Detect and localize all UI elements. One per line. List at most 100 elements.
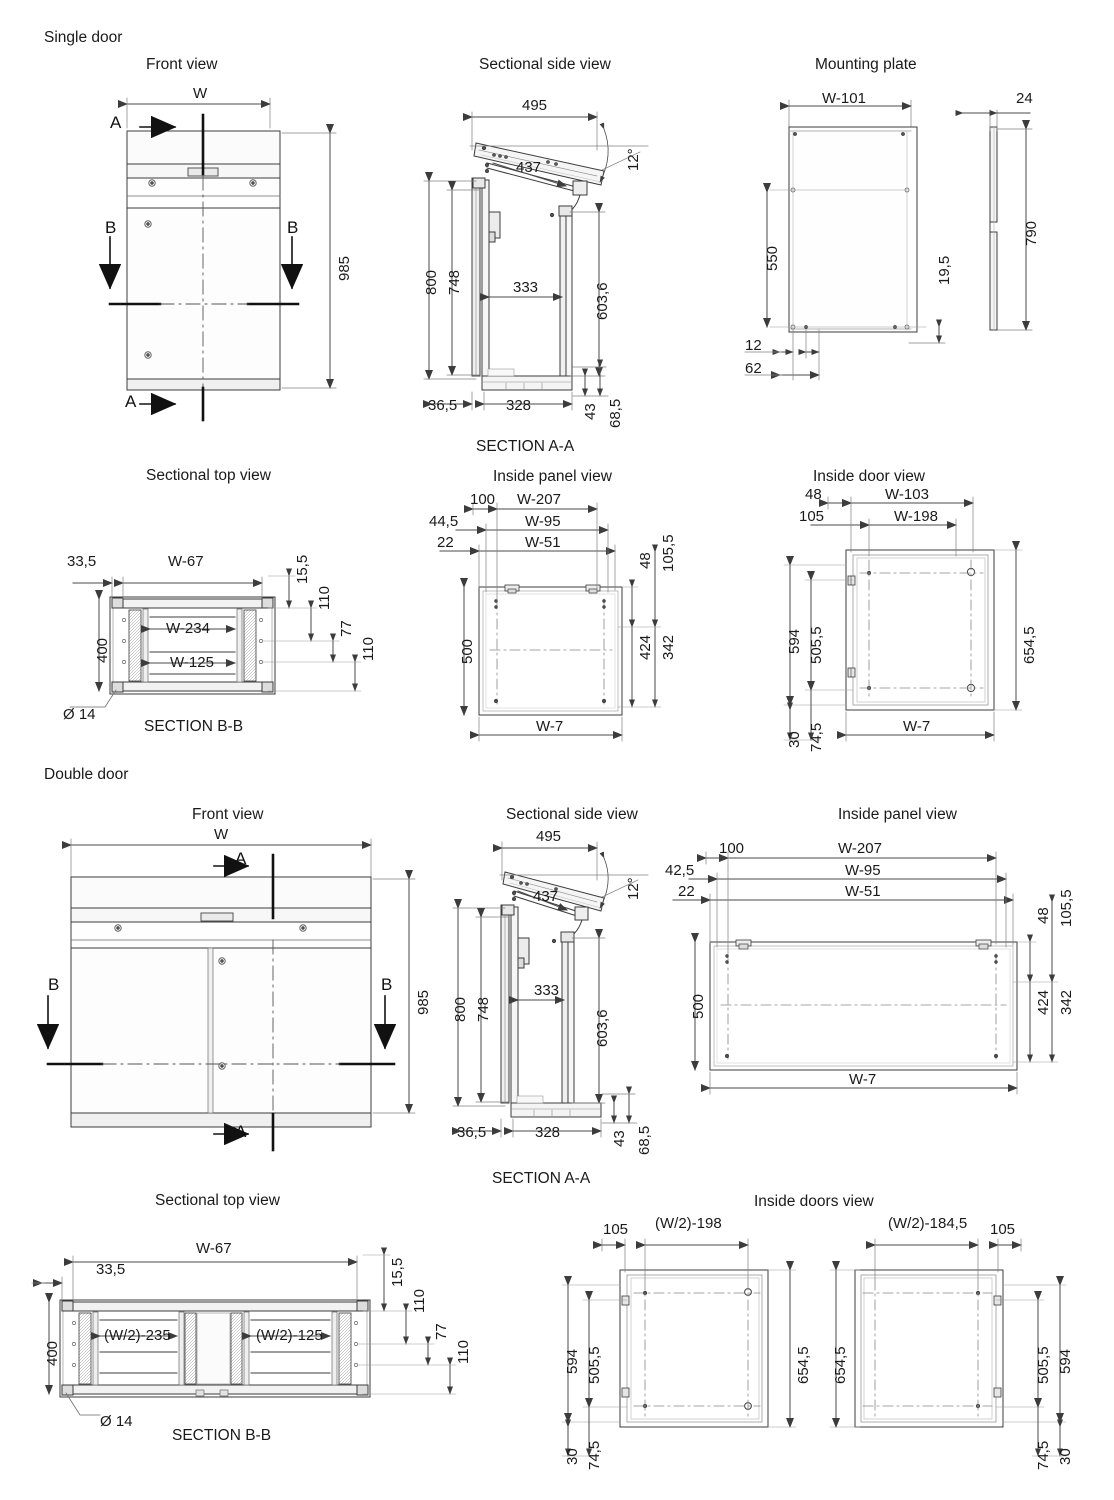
double-panel-d100-dim: 100 (719, 840, 745, 857)
double-side-lid-dim: 437 (533, 888, 559, 905)
mounting-plate-edge-offset-dim: 19,5 (936, 255, 953, 285)
double-inside-door-left-geometry (561, 1238, 797, 1457)
single-door-w198-dim: W-198 (894, 508, 938, 525)
mounting-plate-height-dim: 790 (1023, 220, 1040, 246)
single-door-d745-dim: 74,5 (808, 722, 825, 752)
single-front-mark-a-top: A (110, 113, 122, 132)
double-panel-d500-dim: 500 (690, 993, 707, 1019)
single-inside-door-geometry (783, 496, 1023, 742)
double-side-angle-dim: 12° (625, 877, 642, 900)
double-top-d155-dim: 15,5 (389, 1257, 406, 1287)
mounting-plate-title: Mounting plate (815, 56, 917, 73)
mounting-plate-geometry (744, 99, 1033, 381)
single-front-view-title: Front view (146, 56, 218, 73)
single-front-mark-a-bottom: A (125, 392, 137, 411)
single-door-title: Single door (44, 29, 123, 46)
single-panel-d100-dim: 100 (470, 491, 496, 508)
double-panel-d22-dim: 22 (678, 883, 695, 900)
single-panel-d22-dim: 22 (437, 534, 454, 551)
double-side-view-geometry (452, 841, 649, 1138)
double-top-depth-dim: 400 (44, 1340, 61, 1366)
single-top-view-geometry (69, 568, 362, 708)
single-side-height-total-dim: 800 (423, 269, 440, 295)
double-front-width-label: W (214, 826, 229, 843)
double-section-bb-label: SECTION B-B (172, 1427, 272, 1444)
double-panel-d424-dim: 424 (1035, 989, 1052, 1015)
single-door-d48-dim: 48 (805, 486, 822, 503)
double-side-inner-depth-dim: 333 (534, 982, 560, 999)
single-panel-d424-dim: 424 (637, 634, 654, 660)
single-side-view-title: Sectional side view (479, 56, 611, 73)
double-side-view-title: Sectional side view (506, 806, 638, 823)
double-door-title: Double door (44, 766, 129, 783)
single-side-depth-dim: 495 (522, 97, 548, 114)
single-panel-d1055-dim: 105,5 (660, 534, 677, 572)
double-side-height-inner-dim: 748 (475, 996, 492, 1022)
single-side-door-height-dim: 603,6 (594, 282, 611, 320)
double-front-view-title: Front view (192, 806, 264, 823)
single-panel-d342-dim: 342 (660, 634, 677, 660)
single-panel-w207-dim: W-207 (517, 491, 561, 508)
double-panel-w51-dim: W-51 (845, 883, 881, 900)
double-inside-panel-geometry (672, 851, 1059, 1095)
single-top-rail1-dim: W-234 (166, 620, 210, 637)
mounting-plate-offset62-dim: 62 (745, 360, 762, 377)
single-door-d6545-dim: 654,5 (1021, 626, 1038, 664)
double-top-width-dim: W-67 (196, 1240, 232, 1257)
single-door-w103-dim: W-103 (885, 486, 929, 503)
double-front-mark-b-right: B (381, 975, 393, 994)
single-door-d594-dim: 594 (786, 628, 803, 654)
double-top-rail1-dim: (W/2)-235 (104, 1327, 171, 1344)
single-inside-panel-title: Inside panel view (493, 468, 612, 485)
double-panel-d342-dim: 342 (1058, 989, 1075, 1015)
single-top-d110b-dim: 110 (360, 637, 377, 661)
double-left-door-d5055-dim: 505,5 (586, 1346, 603, 1384)
double-inside-panel-title: Inside panel view (838, 806, 957, 823)
single-front-width-label: W (193, 85, 208, 102)
single-side-base-h2-dim: 68,5 (607, 398, 624, 428)
double-top-d110a-dim: 110 (411, 1289, 428, 1313)
double-right-door-d594-dim: 594 (1057, 1348, 1074, 1374)
double-right-door-d5055-dim: 505,5 (1035, 1346, 1052, 1384)
single-panel-w95-dim: W-95 (525, 513, 561, 530)
single-panel-w7-dim: W-7 (536, 718, 564, 735)
single-side-base-h1-dim: 43 (582, 403, 599, 420)
double-inside-door-right-geometry (829, 1238, 1067, 1457)
single-side-base-front-dim: 36,5 (428, 397, 458, 414)
single-section-aa-label: SECTION A-A (476, 438, 575, 455)
mounting-plate-offset12-dim: 12 (745, 337, 762, 354)
double-top-d110b-dim: 110 (455, 1340, 472, 1364)
double-left-door-w198-dim: (W/2)-198 (655, 1215, 722, 1232)
single-side-lid-dim: 437 (516, 159, 542, 176)
single-door-d30-dim: 30 (786, 731, 803, 748)
single-panel-d500-dim: 500 (459, 638, 476, 664)
single-side-view-geometry (423, 111, 649, 411)
single-door-d105-dim: 105 (799, 508, 825, 525)
single-door-w7-dim: W-7 (903, 718, 931, 735)
single-side-inner-depth-dim: 333 (513, 279, 539, 296)
mounting-plate-holespan-dim: 550 (764, 245, 781, 271)
double-right-door-d30-dim: 30 (1057, 1448, 1074, 1465)
single-top-hole-dim: Ø 14 (63, 706, 96, 723)
double-left-door-d594-dim: 594 (564, 1348, 581, 1374)
single-panel-w51-dim: W-51 (525, 534, 561, 551)
single-side-height-inner-dim: 748 (446, 269, 463, 295)
double-side-base-h2-dim: 68,5 (636, 1125, 653, 1155)
double-top-view-geometry (31, 1247, 457, 1416)
double-top-hole-dim: Ø 14 (100, 1413, 133, 1430)
single-front-view-geometry (98, 97, 337, 422)
single-top-d77-dim: 77 (338, 620, 355, 637)
double-section-aa-label: SECTION A-A (492, 1170, 591, 1187)
single-section-bb-label: SECTION B-B (144, 718, 244, 735)
double-right-door-d105-dim: 105 (990, 1221, 1016, 1238)
double-panel-d1055-dim: 105,5 (1058, 889, 1075, 927)
double-side-height-total-dim: 800 (452, 996, 469, 1022)
double-front-mark-a-top: A (235, 849, 247, 868)
single-top-depth-dim: 400 (94, 637, 111, 663)
double-panel-d425-dim: 42,5 (665, 862, 695, 879)
single-side-angle-dim: 12° (625, 148, 642, 171)
single-front-mark-b-right: B (287, 218, 299, 237)
double-left-door-d745-dim: 74,5 (586, 1440, 603, 1470)
single-inside-panel-geometry (439, 502, 662, 742)
single-panel-d445-dim: 44,5 (429, 513, 459, 530)
